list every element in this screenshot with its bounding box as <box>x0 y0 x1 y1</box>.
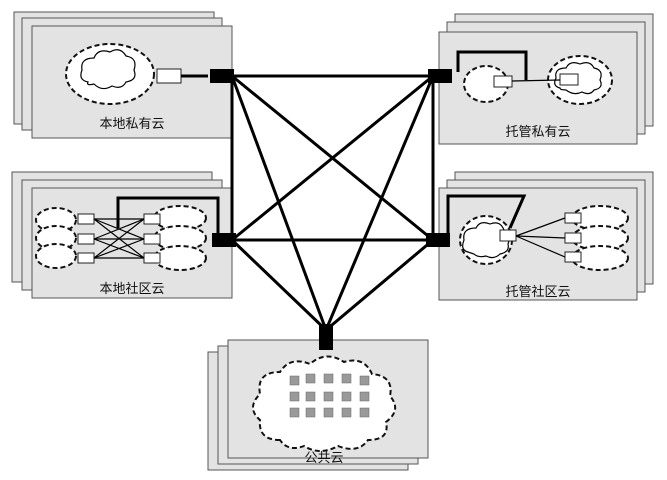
server-box <box>77 233 95 245</box>
server-cube-grid <box>289 373 370 418</box>
local-private-label: 本地私有云 <box>99 117 164 132</box>
local-private-cloud-group: 本地私有云 <box>13 11 233 139</box>
dashed-cloud-icon <box>65 43 155 105</box>
mesh-line <box>324 75 435 331</box>
server-box <box>143 252 161 264</box>
connector-block-icon <box>319 324 333 350</box>
server-box <box>559 73 579 86</box>
server-box <box>156 68 182 84</box>
mesh-line <box>230 75 328 331</box>
public-label: 公共云 <box>304 451 343 466</box>
server-box <box>77 213 95 225</box>
connector-block-icon <box>210 69 234 83</box>
cloud-icon <box>80 49 136 90</box>
public-cloud-group: 公共云 <box>207 339 429 471</box>
fan-connections <box>515 217 566 258</box>
local-community-cloud-group: 本地社区云 <box>11 171 233 299</box>
hosted-private-link <box>456 50 528 80</box>
mesh-line <box>231 74 434 242</box>
hosted-community-label: 托管社区云 <box>505 284 570 300</box>
server-box <box>564 232 582 244</box>
server-box <box>77 252 95 264</box>
hosted-community-link <box>446 194 527 240</box>
connector-block-icon <box>212 233 236 247</box>
mesh-line <box>230 238 328 332</box>
local-community-link <box>116 196 220 240</box>
mesh-line <box>325 238 434 332</box>
dashed-cloud-icon <box>153 225 207 251</box>
server-box <box>499 229 517 242</box>
hosted-private-label: 托管私有云 <box>505 125 570 140</box>
hosted-community-cloud-group: 托管社区云 <box>438 171 654 301</box>
server-box <box>564 212 582 224</box>
server-box <box>564 251 582 263</box>
connectors <box>210 69 452 350</box>
server-box <box>143 213 161 225</box>
dashed-cloud-icon <box>153 205 207 231</box>
local-community-label: 本地社区云 <box>99 281 164 297</box>
dashed-cloud-icon <box>153 245 207 271</box>
connector-block-icon <box>426 233 450 247</box>
public-cloud-icon <box>252 355 397 452</box>
hosted-private-cloud-group: 托管私有云 <box>438 13 654 145</box>
mesh-network <box>230 74 435 332</box>
server-box <box>143 233 161 245</box>
cloud-icon <box>554 62 602 95</box>
arrow-line <box>511 79 561 82</box>
server-box <box>493 75 513 88</box>
dashed-cloud-icon <box>35 243 77 269</box>
connector-block-icon <box>428 69 452 83</box>
